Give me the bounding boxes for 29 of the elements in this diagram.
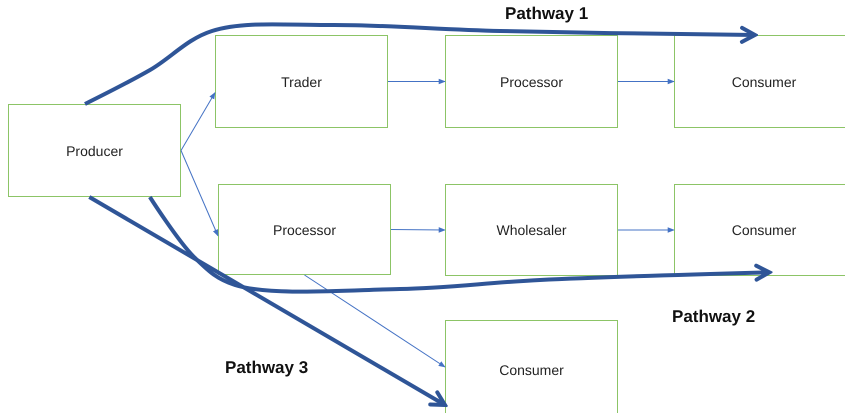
process-box [674,184,845,276]
box-label: Producer [66,142,123,158]
box-label: Wholesaler [496,222,567,238]
arrow [180,92,216,151]
process-box [215,35,388,128]
process-box [8,104,181,197]
process-box [445,35,618,128]
box-label: Trader [281,74,322,90]
box-label: Consumer [732,222,796,238]
process-box [445,320,618,413]
box-label: Processor [272,222,336,238]
arrow [390,227,446,233]
process-box [218,184,391,275]
arrow [618,227,675,233]
arrow [618,78,675,84]
box-label: Processor [500,74,564,90]
arrow [84,22,757,106]
pathway-label: Pathway 1 [505,4,588,24]
arrow [148,196,772,294]
arrow [388,78,446,84]
pathway-label: Pathway 3 [225,358,308,378]
arrow [88,195,447,407]
process-box [445,184,618,276]
box-label: Consumer [732,74,796,90]
arrow [304,274,446,368]
process-box [674,35,845,128]
pathway-label: Pathway 2 [672,307,756,327]
box-label: Consumer [499,362,564,378]
arrow [180,150,218,236]
